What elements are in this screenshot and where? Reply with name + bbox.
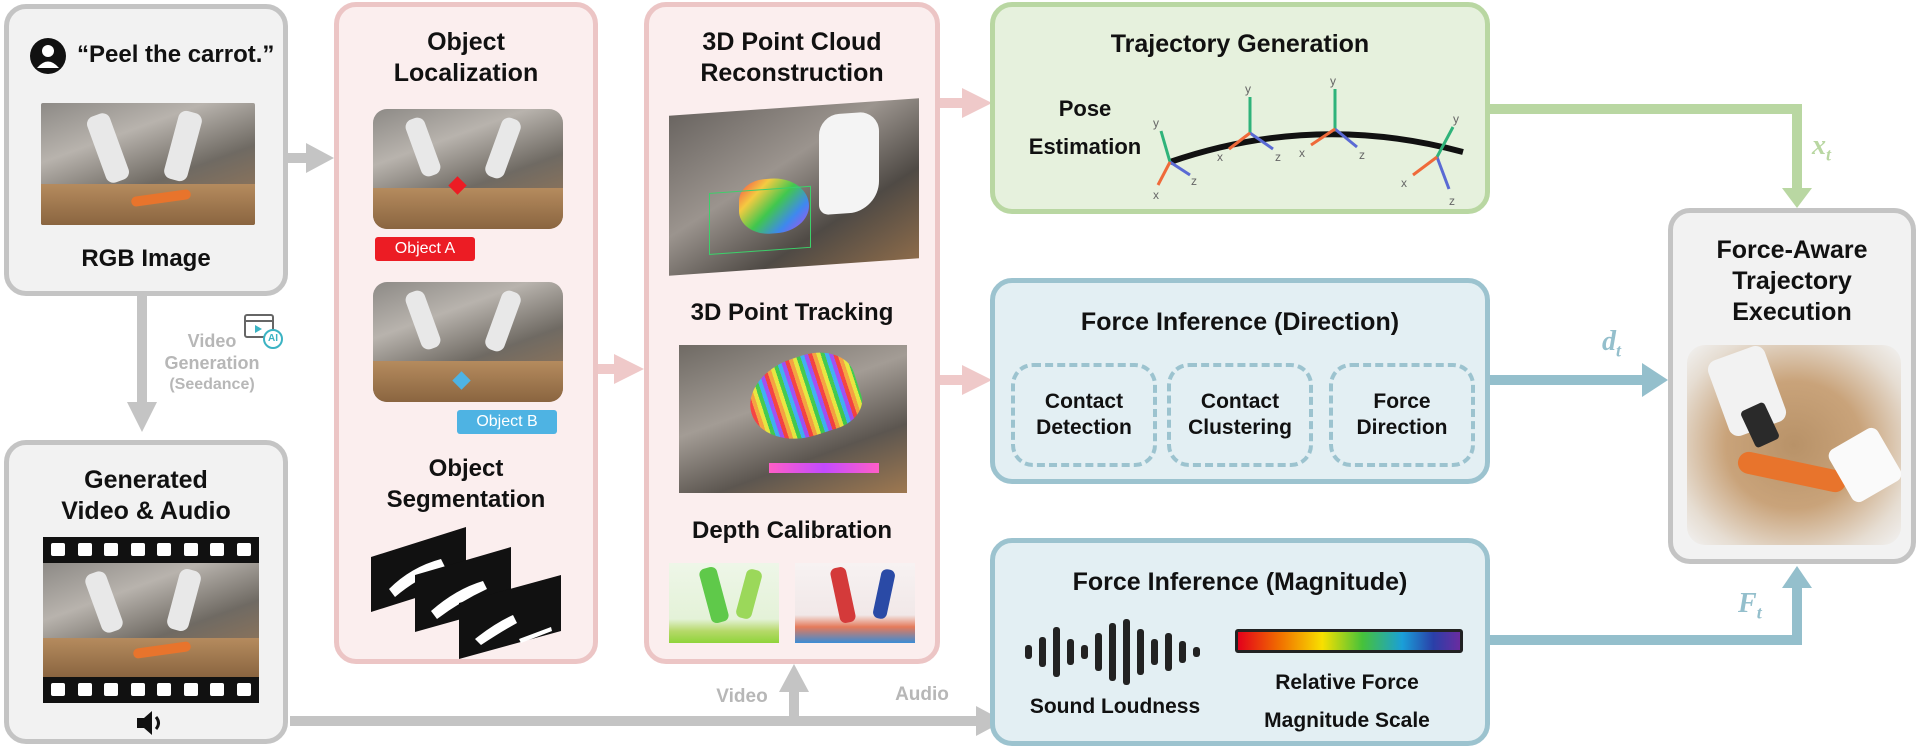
execution-title-2: Trajectory (1732, 267, 1852, 295)
arrow-generated-to-magnitude (290, 706, 1004, 736)
video-signal-label: Video (716, 686, 768, 707)
localization-title-1: Object (427, 28, 505, 56)
film-strip (43, 537, 259, 703)
frame-4 (1412, 126, 1455, 190)
reconstruction-title-2: Reconstruction (700, 59, 884, 87)
frame-3 (1310, 89, 1358, 149)
sound-loudness-label: Sound Loudness (1029, 695, 1201, 718)
audio-signal-label: Audio (895, 684, 949, 705)
axis-label-z-4: z (1449, 194, 1455, 208)
direction-title: Force Inference (Direction) (1080, 308, 1400, 336)
relative-force-label: Relative Force (1275, 671, 1419, 694)
segmentation-masks (371, 527, 561, 659)
pose-estimation-2: Estimation (1028, 134, 1142, 159)
arrow-video-up (779, 664, 809, 722)
object-b-tag: Object B (457, 410, 557, 434)
segmentation-title-2: Segmentation (386, 486, 546, 513)
execution-title-3: Execution (1732, 298, 1852, 326)
generated-title-1: Generated (84, 466, 208, 494)
speaker-icon (137, 711, 160, 735)
point-tracking-image (679, 341, 907, 493)
object-a-image (373, 109, 563, 229)
tracking-title: 3D Point Tracking (690, 299, 894, 326)
arrow-rgb-to-localization (288, 143, 334, 173)
magnitude-scale-label: Magnitude Scale (1264, 709, 1430, 732)
axis-label-x-2: x (1217, 150, 1223, 164)
video-generation-label: Video Generation (Seedance) (164, 331, 260, 393)
localization-title-2: Localization (393, 59, 539, 87)
user-icon (30, 38, 66, 74)
point-cloud-image (669, 98, 919, 276)
video-ai-icon: AI (244, 312, 284, 350)
depth-title: Depth Calibration (691, 517, 892, 544)
axis-label-y-1: y (1153, 116, 1159, 130)
trajectory-title: Trajectory Generation (1110, 30, 1370, 58)
instruction-text: “Peel the carrot.” (77, 41, 275, 68)
pose-trajectory: y x z y x z y x z y x z (1153, 74, 1464, 208)
arrow-direction-to-execution (1490, 363, 1668, 397)
axis-label-y-3: y (1330, 74, 1336, 88)
generated-video-panel: Generated Video & Audio (4, 440, 288, 744)
execution-title-1: Force-Aware (1716, 236, 1868, 264)
frame-2 (1228, 97, 1274, 151)
input-panel: “Peel the carrot.” RGB Image (4, 4, 288, 296)
arrow-reconstruction-to-direction (939, 365, 992, 395)
signal-x-label: xt (1812, 130, 1832, 165)
reconstruction-title-1: 3D Point Cloud (702, 28, 882, 56)
sound-wave-icon (1025, 619, 1200, 685)
axis-label-x-4: x (1401, 176, 1407, 190)
reconstruction-panel: 3D Point Cloud Reconstruction 3D Point T… (644, 2, 940, 664)
frame-1 (1156, 130, 1191, 186)
rgb-image (41, 103, 255, 225)
arrow-rgb-to-generated (127, 296, 157, 432)
arrow-localization-to-reconstruction (597, 354, 644, 384)
execution-panel: Force-Aware Trajectory Execution (1668, 208, 1916, 564)
generated-title-2: Video & Audio (61, 497, 231, 525)
axis-label-y-2: y (1245, 82, 1251, 96)
magnitude-title: Force Inference (Magnitude) (1072, 568, 1408, 596)
object-b-image (373, 282, 563, 402)
signal-f-label: Ft (1738, 588, 1762, 623)
axis-label-z-1: z (1191, 174, 1197, 188)
ai-badge: AI (268, 333, 278, 344)
trajectory-panel: Trajectory Generation Pose Estimation y … (990, 2, 1490, 214)
axis-label-x-3: x (1299, 146, 1305, 160)
axis-label-x-1: x (1153, 188, 1159, 202)
force-color-scale (1235, 629, 1463, 653)
object-a-tag: Object A (375, 237, 475, 261)
arrow-reconstruction-to-trajectory (939, 88, 992, 118)
rgb-image-label: RGB Image (81, 245, 211, 272)
arrow-trajectory-to-execution (1490, 104, 1812, 208)
axis-label-z-3: z (1359, 148, 1365, 162)
axis-label-z-2: z (1275, 150, 1281, 164)
pose-estimation-1: Pose (1058, 96, 1112, 121)
arrow-magnitude-to-execution (1490, 566, 1812, 645)
signal-d-label: dt (1602, 326, 1622, 361)
depth-image-2 (795, 563, 915, 643)
segmentation-title-1: Object (428, 455, 504, 482)
film-holes-bottom (51, 683, 251, 697)
film-holes-top (51, 543, 251, 557)
execution-image (1687, 345, 1901, 545)
generated-video-frame (43, 563, 259, 677)
depth-image-1 (669, 563, 779, 643)
magnitude-panel: Force Inference (Magnitude) Sound Loudne… (990, 538, 1490, 746)
localization-panel: Object Localization Object A Object B Ob… (334, 2, 598, 664)
axis-label-y-4: y (1453, 112, 1459, 126)
